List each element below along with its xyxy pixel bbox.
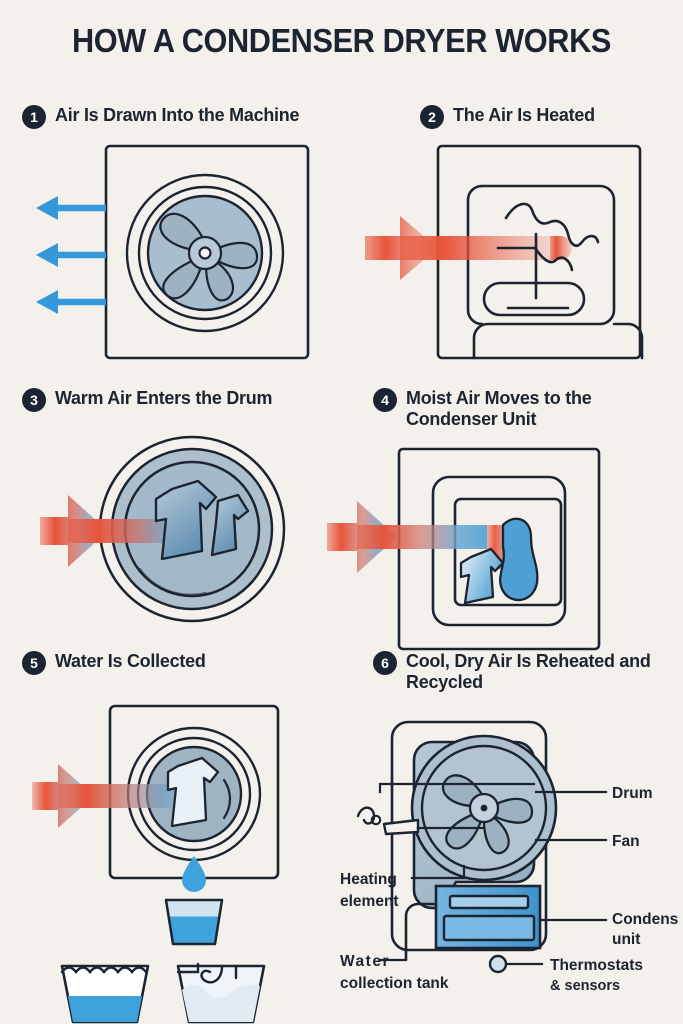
step-4: 4 Moist Air Moves to the Condenser Unit [327,387,673,651]
fan-center-icon [198,246,212,260]
callout-line-drum-left [378,782,474,794]
condenser-fin-bottom-icon [442,914,536,942]
callout-line-heating [410,864,466,880]
label-heating-element-line2: element [340,893,399,910]
step-1-title: Air Is Drawn Into the Machine [55,104,300,125]
label-heating-element-line1: Heating [340,871,397,888]
fan-center-icon [480,804,488,812]
door-inner-ring-icon [137,185,273,321]
step-3-badge: 3 [22,388,46,412]
step-1-badge: 1 [22,105,46,129]
clothes-icon [166,756,220,828]
step-6-title: Cool, Dry Air Is Reheated and Recycled [406,650,651,693]
tumble-arc-icon [222,778,232,820]
step-5: 5 Water Is Collected [22,650,352,1024]
step-2-illustration [365,144,644,360]
heating-coil-mid-icon [533,246,574,272]
step-6-illustration: Drum Fan Condens unit Heating element Wa… [340,720,678,994]
step-2: 2 The Air Is Heated [365,104,680,360]
air-duct-right-icon [612,322,644,360]
step-5-illustration [32,704,280,1024]
label-thermostats-line2: & sensors [550,978,620,994]
heating-element-node-icon [370,814,382,826]
step-3-illustration [40,435,286,623]
label-fan: Fan [612,833,640,850]
step-3-title: Warm Air Enters the Drum [55,387,273,408]
step-5-header: 5 Water Is Collected [22,650,352,675]
heating-loop-icon [482,281,586,317]
step-1: 1 Air Is Drawn Into the Machine [22,104,342,360]
warm-air-arrow-icon [32,764,184,828]
step-5-title: Water Is Collected [55,650,206,671]
water-tub-full-icon [60,964,150,1024]
door-outer-ring-icon [125,173,285,333]
step-4-title: Moist Air Moves to the Condenser Unit [406,387,592,430]
step-3-header: 3 Warm Air Enters the Drum [22,387,352,412]
label-condenser-unit-line1: Condens [612,911,678,928]
tumble-arc-icon [138,567,208,596]
step-1-header: 1 Air Is Drawn Into the Machine [22,104,342,129]
thermostat-sensor-icon [488,954,508,974]
water-tank-duct-icon [404,902,436,960]
step-1-illustration [36,144,310,360]
step-4-illustration [327,447,601,651]
moisture-shapes-icon [459,517,539,605]
step-6-header: 6 Cool, Dry Air Is Reheated and Recycled [373,650,673,693]
label-water-tank-line2: collection tank [340,975,449,992]
step-2-header: 2 The Air Is Heated [420,104,680,129]
step-6: 6 Cool, Dry Air Is Reheated and Recycled [340,650,678,994]
step-6-badge: 6 [373,651,397,675]
label-drum: Drum [612,785,652,802]
intake-arrowheads-icon [36,196,58,314]
condenser-fin-top-icon [448,894,530,910]
heating-coil-top-icon [504,202,600,247]
page-title: HOW A CONDENSER DRYER WORKS [72,22,611,59]
intake-arrows-icon [54,204,106,306]
heating-element-rod-icon [382,818,420,836]
step-3: 3 Warm Air Enters the Drum [22,387,352,623]
callout-lines [378,782,608,966]
label-condenser-unit-line2: unit [612,931,640,948]
step-2-badge: 2 [420,105,444,129]
water-collection-tank-icon [164,898,224,946]
step-4-badge: 4 [373,388,397,412]
water-tub-pour-icon [176,962,266,1024]
label-water-tank-line1: Water [340,953,390,970]
clothes-icon [154,479,250,561]
water-droplet-icon [182,856,206,892]
step-5-badge: 5 [22,651,46,675]
label-thermostats-line1: Thermostats [550,957,643,974]
air-duct-path-icon [472,184,616,360]
step-4-header: 4 Moist Air Moves to the Condenser Unit [373,387,673,430]
step-2-title: The Air Is Heated [453,104,595,125]
